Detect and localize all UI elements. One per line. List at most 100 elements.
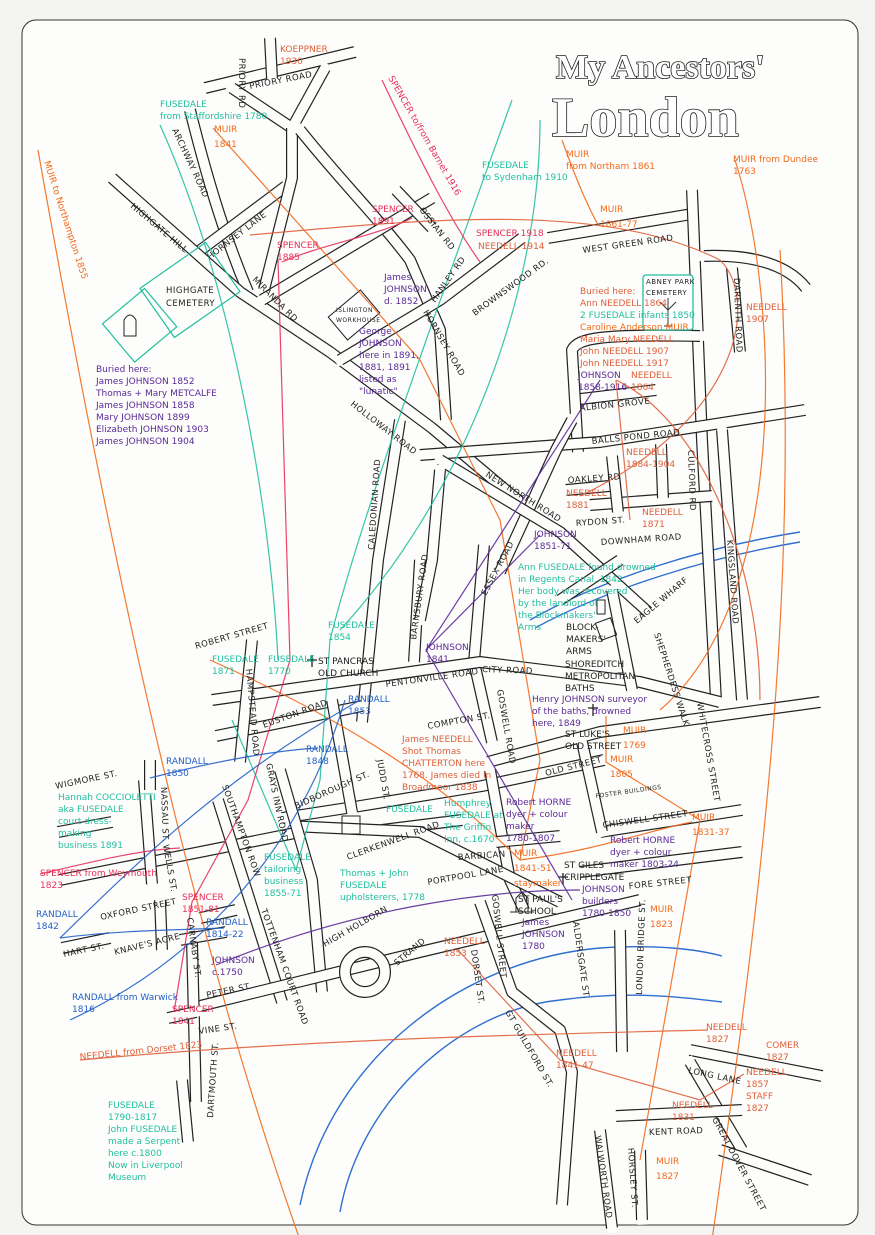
- griffin-inn-building: [341, 815, 361, 835]
- route-fusedale: [295, 99, 513, 871]
- road: [276, 754, 610, 824]
- street-label-group: OAKLEY RD: [568, 472, 621, 486]
- abney-park-label-2: CEMETERY: [646, 289, 687, 297]
- title-line-1: My Ancestors': [556, 49, 765, 86]
- annotation-line: 1848: [306, 757, 329, 767]
- annotation-line: James JOHNSON 1904: [95, 437, 195, 447]
- annotation-line: 1780-1807: [506, 834, 555, 844]
- annotation-line: 1841-47: [556, 1061, 594, 1071]
- annotation-line: RANDALL from Warwick: [72, 993, 179, 1003]
- annotation-line: aka FUSEDALE: [58, 805, 124, 815]
- annotation-line: FUSEDALE: [108, 1101, 155, 1111]
- road: [576, 736, 608, 838]
- annotation-line: NEEDELL: [746, 1068, 787, 1078]
- annotation-line: JOHNSON: [533, 530, 577, 540]
- annotation-line: 1861-77: [600, 220, 638, 230]
- title-line-2: London: [552, 87, 739, 149]
- annotation-line: 1768. James died in: [402, 771, 491, 781]
- route-spencer: [39, 847, 181, 875]
- annotation-line: 1850: [166, 769, 189, 779]
- annotation-line: SPENCER 1918: [476, 229, 544, 239]
- annotation-line: COMER: [766, 1041, 799, 1051]
- street-label: PRIORY RD: [236, 58, 246, 108]
- highgate-cemetery-label-group: HIGHGATE CEMETERY: [166, 286, 215, 309]
- highgate-cemetery-label: HIGHGATE: [166, 286, 214, 296]
- annotation-randall: RANDALL 1842: [36, 910, 78, 932]
- annotation-line: John NEEDELL 1917: [579, 359, 669, 369]
- annotation-line: JOHNSON: [581, 885, 625, 895]
- annotation-line: John FUSEDALE: [107, 1125, 178, 1135]
- route-fusedale: [159, 124, 279, 661]
- annotation-line: BLOCK-: [566, 623, 598, 633]
- street-label: DARENTH ROAD: [731, 278, 744, 353]
- annotation-line: OLD CHURCH: [318, 669, 378, 679]
- road: [606, 450, 624, 518]
- annotation-line: George: [359, 327, 392, 337]
- annotation-line: 1841: [172, 1017, 195, 1027]
- annotation-line: dyer + colour: [506, 810, 568, 820]
- islington-workhouse-label-2: WORKHOUSE: [336, 317, 380, 324]
- annotation-line: NEEDELL: [642, 508, 683, 518]
- annotation-line: 1842: [36, 922, 59, 932]
- annotation-line: from Northam 1861: [566, 162, 655, 172]
- annotation-line: Arms: [518, 623, 541, 633]
- road: [606, 584, 638, 696]
- road: [574, 846, 748, 878]
- road: [594, 1124, 618, 1234]
- annotation-line: 1881: [566, 501, 589, 511]
- family-routes: [37, 79, 786, 1235]
- annotation-line: Shot Thomas: [402, 747, 461, 757]
- annotation-line: SHOREDITCH: [565, 660, 624, 670]
- annotation-line: The Griffin: [443, 823, 491, 833]
- annotation-line: 1827: [656, 1172, 679, 1182]
- annotation-line: RANDALL: [36, 910, 78, 920]
- annotation-line: tailoring: [264, 865, 301, 875]
- annotation-line: 1871: [642, 520, 665, 530]
- route-muir: [209, 659, 521, 861]
- annotation-line: c.1750: [212, 968, 243, 978]
- annotation-line: Elizabeth JOHNSON 1903: [96, 425, 209, 435]
- annotation-line: business 1891: [58, 841, 123, 851]
- street-label-group: RYDON ST.: [576, 516, 626, 529]
- annotation-line: staymaker: [514, 879, 562, 889]
- road: [473, 895, 578, 1211]
- annotation-line: here, 1849: [532, 719, 581, 729]
- angel-statue-icon: [659, 298, 677, 327]
- street-label-group: KENT ROAD: [649, 1126, 704, 1138]
- annotation-line: FUSEDALE: [328, 621, 375, 631]
